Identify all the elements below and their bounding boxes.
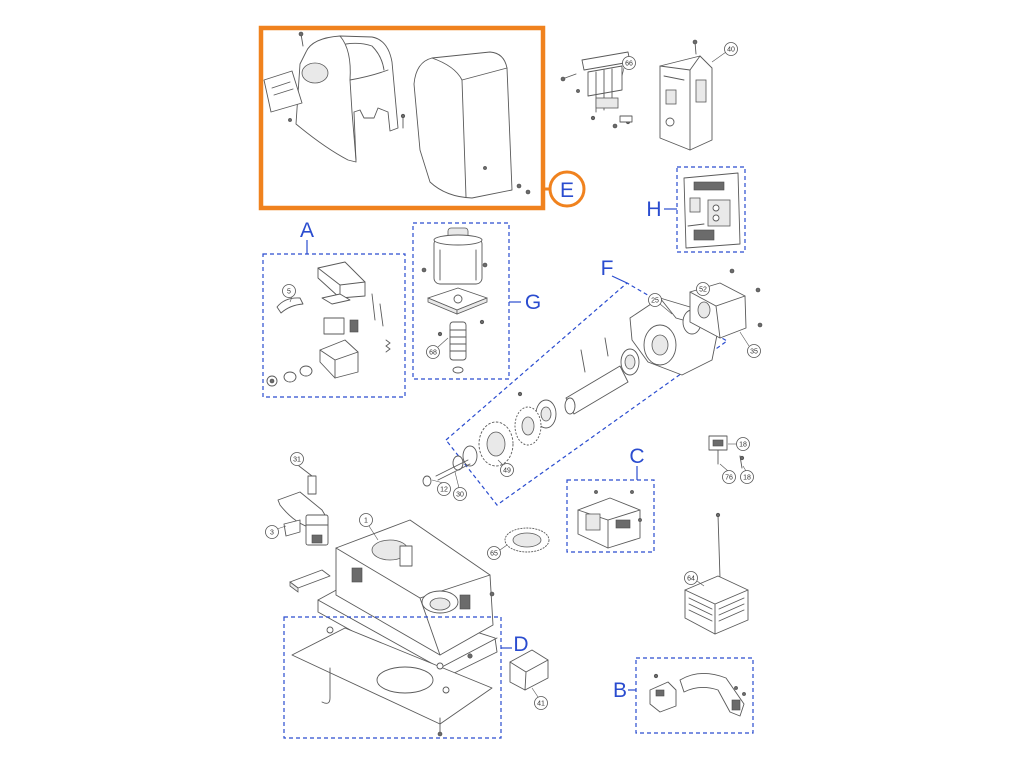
- group-g: G: [412, 222, 541, 380]
- svg-text:52: 52: [699, 287, 707, 294]
- part-transformer: [684, 512, 749, 635]
- callout-65: 65: [487, 546, 501, 560]
- callout-30: 30: [453, 487, 467, 501]
- part-control-board: [683, 172, 741, 249]
- svg-text:41: 41: [537, 701, 545, 708]
- part-mounting-plate: [291, 626, 493, 737]
- callout-52: 52: [696, 282, 710, 296]
- part-terminal-bracket: [560, 51, 633, 129]
- callout-12: 12: [437, 482, 451, 496]
- part-gearbox-cover: [689, 268, 763, 347]
- svg-text:49: 49: [503, 468, 511, 475]
- group-b-box: [635, 657, 754, 734]
- svg-text:64: 64: [687, 576, 695, 583]
- group-a: A: [262, 219, 406, 398]
- svg-text:18: 18: [743, 475, 751, 482]
- group-b: B: [613, 657, 754, 734]
- part-limit-switch: [708, 435, 747, 472]
- callout-3: 3: [265, 525, 279, 539]
- brand-badge: [263, 70, 303, 113]
- group-f-letter: F: [601, 257, 614, 280]
- svg-text:31: 31: [293, 457, 301, 464]
- svg-text:68: 68: [429, 350, 437, 357]
- svg-text:30: 30: [456, 492, 464, 499]
- group-h: H: [646, 166, 746, 253]
- callout-5: 5: [282, 284, 296, 298]
- callout-18-lower: 18: [740, 470, 754, 484]
- group-f-box: [445, 282, 729, 506]
- callout-76: 76: [722, 470, 736, 484]
- part-ring-gear: [499, 527, 550, 553]
- svg-text:12: 12: [440, 487, 448, 494]
- group-c-box: [566, 479, 655, 553]
- callout-49: 49: [500, 463, 514, 477]
- part-rear-cover: [413, 51, 531, 199]
- callout-41: 41: [534, 696, 548, 710]
- part-front-cover: [263, 31, 406, 163]
- svg-text:3: 3: [270, 530, 274, 537]
- part-release-lever: [649, 673, 746, 717]
- group-g-letter: G: [525, 291, 541, 314]
- part-release-mechanism: [266, 261, 391, 387]
- part-electric-motor: [421, 227, 488, 374]
- callout-1: 1: [359, 513, 373, 527]
- callout-35: 35: [747, 344, 761, 358]
- callout-66: 66: [622, 56, 636, 70]
- group-e: E: [258, 25, 586, 211]
- group-f: F: [422, 257, 729, 506]
- group-c-letter: C: [629, 445, 644, 468]
- svg-text:1: 1: [364, 518, 368, 525]
- part-drive-shaft: [422, 459, 471, 489]
- group-e-letter: E: [560, 179, 574, 202]
- part-limit-switch-board: [577, 490, 642, 549]
- svg-text:18: 18: [739, 442, 747, 449]
- callout-18-upper: 18: [736, 437, 750, 451]
- svg-text:35: 35: [750, 349, 758, 356]
- part-gearbox: [452, 291, 719, 471]
- group-h-letter: H: [646, 198, 661, 221]
- group-b-letter: B: [613, 679, 627, 702]
- group-d: D: [283, 616, 529, 739]
- group-a-letter: A: [300, 219, 314, 242]
- callout-25: 25: [648, 293, 662, 307]
- svg-text:66: 66: [625, 61, 633, 68]
- svg-text:76: 76: [725, 475, 733, 482]
- svg-text:65: 65: [490, 551, 498, 558]
- svg-text:5: 5: [287, 289, 291, 296]
- part-base-housing: [289, 519, 498, 681]
- group-e-highlight-box: [258, 25, 546, 211]
- group-a-box: [262, 253, 406, 398]
- group-d-box: [283, 616, 502, 739]
- part-junction-block: [509, 649, 549, 698]
- callout-64: 64: [684, 571, 698, 585]
- svg-text:40: 40: [727, 47, 735, 54]
- group-e-badge: [548, 170, 586, 208]
- part-board-housing: [659, 39, 727, 151]
- group-d-letter: D: [513, 633, 528, 656]
- callout-40: 40: [724, 42, 738, 56]
- svg-text:25: 25: [651, 298, 659, 305]
- group-c: C: [566, 445, 655, 553]
- callout-68: 68: [426, 345, 440, 359]
- callout-31: 31: [290, 452, 304, 466]
- part-release-handle: [276, 465, 329, 546]
